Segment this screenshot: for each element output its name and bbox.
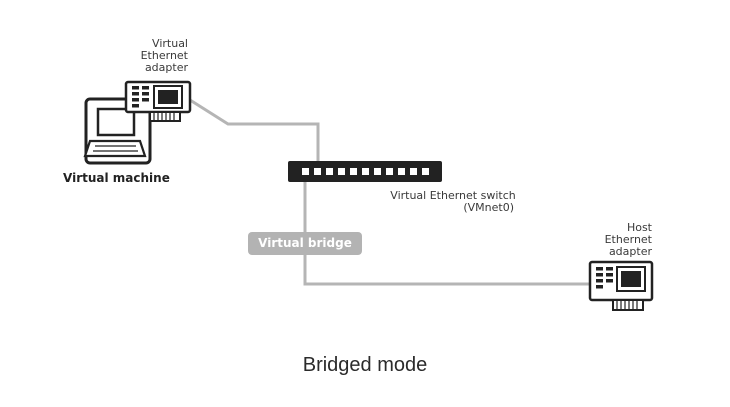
vm-adapter-label-line-2: Ethernet (140, 49, 188, 62)
vm-to-switch-link (189, 98, 320, 170)
switch-to-host-link (303, 178, 592, 286)
vm-adapter-label: Virtual Ethernet adapter (128, 38, 188, 74)
vm-network-card-icon (124, 80, 192, 122)
virtual-bridge-badge: Virtual bridge (248, 232, 362, 255)
computer-icon (83, 97, 152, 165)
vm-adapter-label-line-1: Virtual (152, 37, 188, 50)
switch-icon (288, 161, 442, 182)
switch-label: Virtual Ethernet switch (VMnet0) (378, 190, 528, 214)
vm-adapter-label-line-3: adapter (144, 61, 188, 74)
figure-caption: Bridged mode (302, 354, 428, 376)
host-network-card-icon (588, 260, 654, 311)
host-adapter-label: Host Ethernet adapter (592, 222, 652, 258)
host-adapter-label-line-1: Host (626, 221, 652, 234)
virtual-machine-label: Virtual machine (63, 171, 170, 185)
switch-label-line-1: Virtual Ethernet switch (390, 189, 516, 202)
switch-label-line-2: (VMnet0) (463, 201, 514, 214)
host-adapter-label-line-3: adapter (608, 245, 652, 258)
host-adapter-label-line-2: Ethernet (604, 233, 652, 246)
